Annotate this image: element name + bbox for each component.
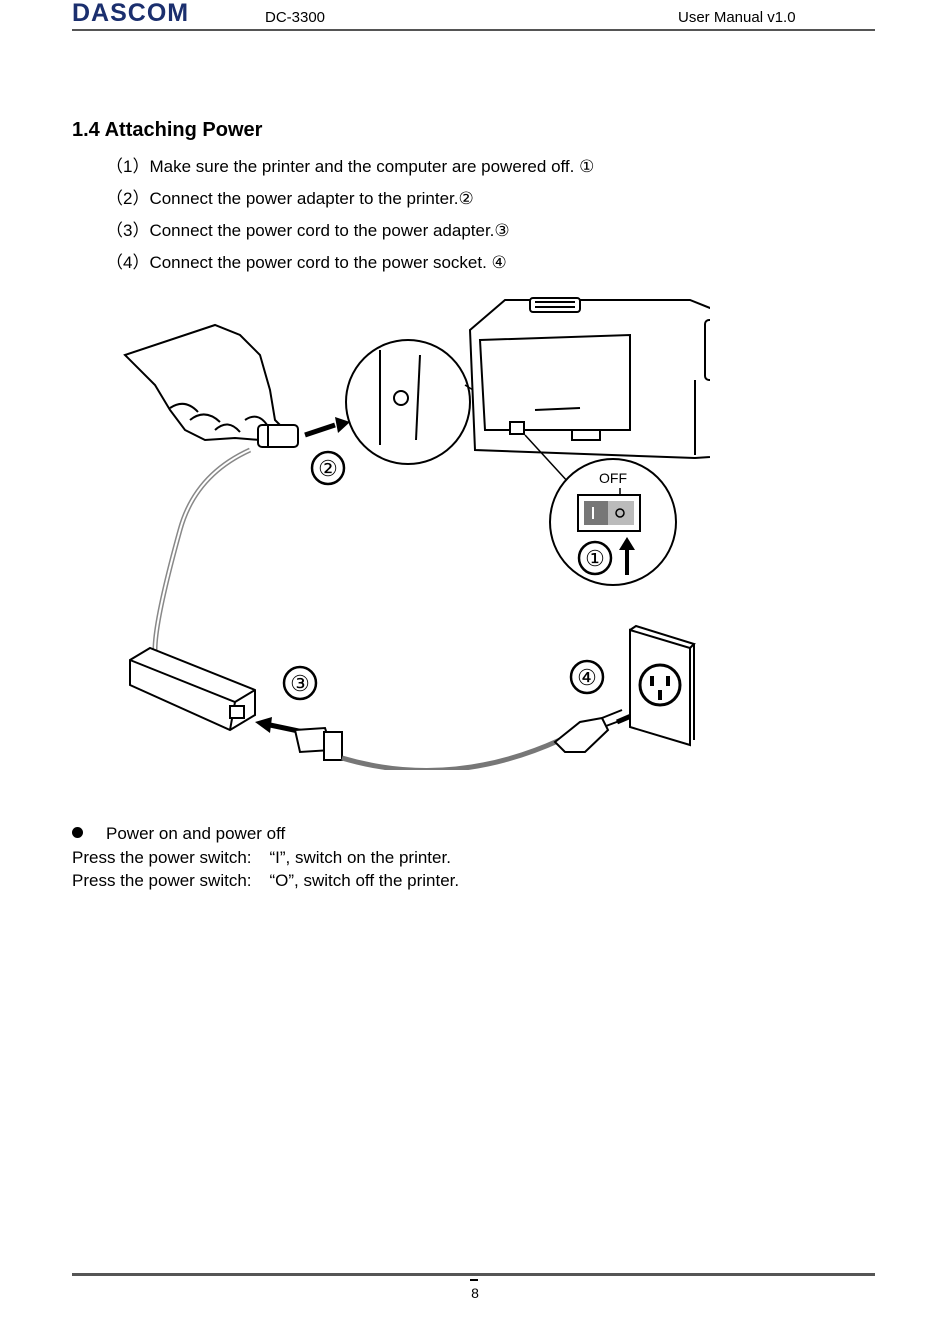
hand-illustration [123,323,299,448]
wall-socket-illustration [629,624,696,747]
bullet-dot [72,827,83,838]
brand-logo: DASCOM [72,0,252,31]
port-zoom-circle [345,339,519,465]
power-bullet-heading: Power on and power off [106,824,286,843]
brand-logo-text: DASCOM [72,0,189,26]
callout-1: ① [585,546,605,571]
page-number: 8 [471,1285,479,1301]
callout-2: ② [318,456,338,481]
callout-3: ③ [290,671,310,696]
power-off-line: Press the power switch: “O”, switch off t… [72,871,459,891]
callout-4: ④ [577,665,597,690]
off-label: OFF [599,470,627,486]
power-off-label: Press the power switch: [72,871,252,890]
step-3: （3）Connect the power cord to the power a… [106,221,510,240]
header-divider [72,29,875,31]
header-manual-version: User Manual v1.0 [678,9,796,26]
power-connection-illustration: ② OFF ① ③ [110,290,741,775]
footer-divider [72,1273,875,1276]
power-switch-zoom: OFF [549,458,677,586]
step-1: （1）Make sure the printer and the compute… [106,157,595,176]
power-on-label: Press the power switch: [72,848,252,867]
power-on-value: “I”, switch on the printer. [269,848,451,867]
printer-illustration [468,297,741,460]
power-cord-illustration [293,709,623,773]
step-4: （4）Connect the power cord to the power s… [106,253,507,272]
footer-mark [470,1279,478,1281]
step-2: （2）Connect the power adapter to the prin… [106,189,474,208]
power-adapter-illustration [129,646,256,732]
power-off-value: “O”, switch off the printer. [269,871,460,890]
header-model: DC-3300 [265,9,326,26]
power-on-line: Press the power switch: “I”, switch on th… [72,848,451,868]
section-title: 1.4 Attaching Power [72,119,263,141]
